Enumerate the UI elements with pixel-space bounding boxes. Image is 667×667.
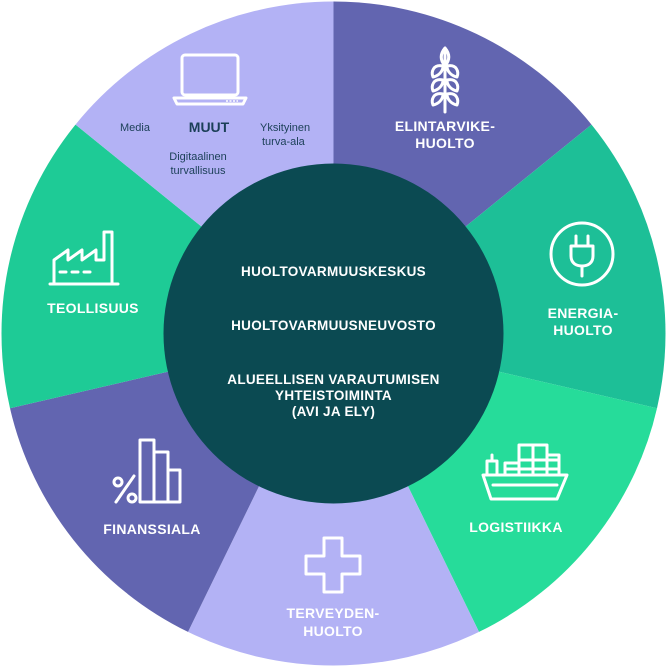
label-logistiikka: LOGISTIIKKA — [469, 519, 563, 535]
label-elintarvike-line1: ELINTARVIKE- — [395, 118, 495, 134]
label-muut-digitaalinen-line1: Digitaalinen — [169, 151, 226, 163]
center-line-avi-ely: (AVI JA ELY) — [292, 404, 375, 419]
center-line-yhteistoiminta: YHTEISTOIMINTA — [275, 388, 392, 403]
center-line-huoltovarmuuskeskus: HUOLTOVARMUUSKESKUS — [241, 264, 426, 279]
label-finanssiala: FINANSSIALA — [103, 521, 200, 537]
wheat-icon — [430, 46, 460, 114]
label-muut-title: MUUT — [189, 119, 230, 135]
cargo-ship-icon — [481, 443, 569, 501]
label-muut-yksityinen-line2: turva-ala — [262, 136, 306, 148]
label-elintarvike-line2: HUOLTO — [415, 135, 475, 151]
factory-icon — [48, 230, 120, 286]
center-line-huoltovarmuusneuvosto: HUOLTOVARMUUSNEUVOSTO — [231, 318, 436, 333]
label-muut-yksityinen-line1: Yksityinen — [260, 122, 310, 134]
laptop-icon — [172, 53, 248, 106]
power-plug-icon — [549, 221, 615, 287]
finance-chart-icon — [112, 438, 182, 504]
label-terveys-line1: TERVEYDEN- — [287, 605, 380, 621]
label-energia-line2: HUOLTO — [553, 322, 613, 338]
label-muut-digitaalinen-line2: turvallisuus — [170, 165, 226, 177]
label-terveys-line2: HUOLTO — [303, 623, 363, 639]
label-teollisuus: TEOLLISUUS — [47, 300, 139, 316]
medical-cross-icon — [304, 536, 362, 594]
label-energia-line1: ENERGIA- — [548, 305, 619, 321]
label-muut-media: Media — [120, 122, 151, 134]
center-circle — [163, 163, 504, 504]
center-line-alueellisen: ALUEELLISEN VARAUTUMISEN — [227, 372, 439, 387]
